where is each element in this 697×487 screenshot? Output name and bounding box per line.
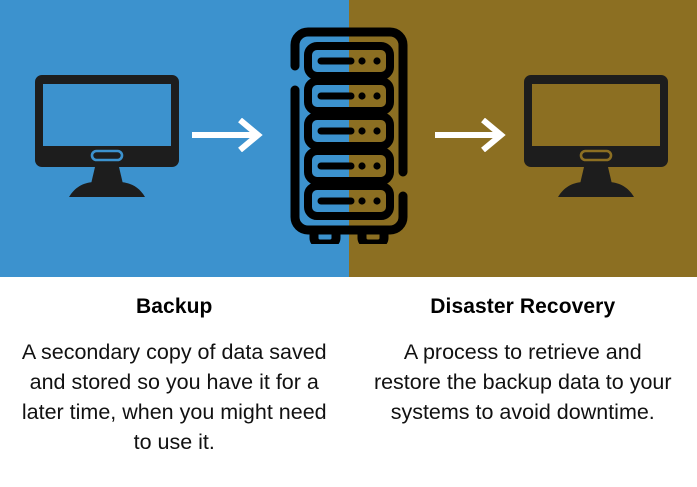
monitor-power-button xyxy=(579,149,612,162)
monitor-bezel xyxy=(35,75,179,167)
monitor-neck xyxy=(91,167,123,184)
monitor-power-button xyxy=(90,149,124,162)
desktop-monitor-icon-right xyxy=(523,75,668,197)
server-unit-dot xyxy=(373,197,381,205)
monitor-base xyxy=(69,182,145,197)
server-unit-dot xyxy=(358,92,366,100)
server-unit-3 xyxy=(304,112,394,150)
caption-column-backup: Backup A secondary copy of data saved an… xyxy=(0,277,349,487)
server-unit-dot xyxy=(358,127,366,135)
column-body-backup: A secondary copy of data saved and store… xyxy=(21,340,327,454)
server-unit-body xyxy=(304,77,394,115)
desktop-monitor-icon-left xyxy=(35,75,179,197)
monitor-svg-right xyxy=(523,75,668,197)
server-unit-dot xyxy=(373,162,381,170)
column-body-disaster-recovery: A process to retrieve and restore the ba… xyxy=(373,340,672,424)
server-unit-4 xyxy=(304,147,394,185)
arrow-head xyxy=(480,117,506,153)
monitor-neck xyxy=(579,167,612,184)
column-title-disaster-recovery: Disaster Recovery xyxy=(430,295,616,318)
server-unit-1 xyxy=(304,42,394,80)
server-unit-group xyxy=(304,42,394,220)
server-unit-2 xyxy=(304,77,394,115)
server-unit-dot xyxy=(373,127,381,135)
server-unit-dot xyxy=(358,197,366,205)
column-title-backup: Backup xyxy=(136,295,213,318)
left-panel-backup xyxy=(0,0,349,277)
monitor-svg-left xyxy=(35,75,179,197)
server-rack-icon xyxy=(278,18,420,249)
server-unit-dot xyxy=(373,92,381,100)
right-arrow-icon-1 xyxy=(190,117,264,153)
right-arrow-icon-2 xyxy=(433,117,507,153)
arrow-svg-1 xyxy=(192,117,263,153)
caption-column-disaster-recovery: Disaster Recovery A process to retrieve … xyxy=(349,277,697,487)
server-unit-dot xyxy=(373,57,381,65)
server-rack-svg xyxy=(290,27,408,249)
server-unit-dot xyxy=(358,162,366,170)
server-unit-body xyxy=(304,112,394,150)
monitor-bezel xyxy=(523,75,668,167)
illustration-band xyxy=(0,0,697,277)
server-unit-body xyxy=(304,182,394,220)
caption-band: Backup A secondary copy of data saved an… xyxy=(0,277,697,487)
server-unit-5 xyxy=(304,182,394,220)
server-unit-dot xyxy=(358,57,366,65)
arrow-svg-2 xyxy=(434,117,506,153)
server-unit-body xyxy=(304,147,394,185)
arrow-head xyxy=(238,117,263,153)
server-unit-body xyxy=(304,42,394,80)
monitor-base xyxy=(557,182,634,197)
server-cabinet-frame xyxy=(290,27,408,235)
